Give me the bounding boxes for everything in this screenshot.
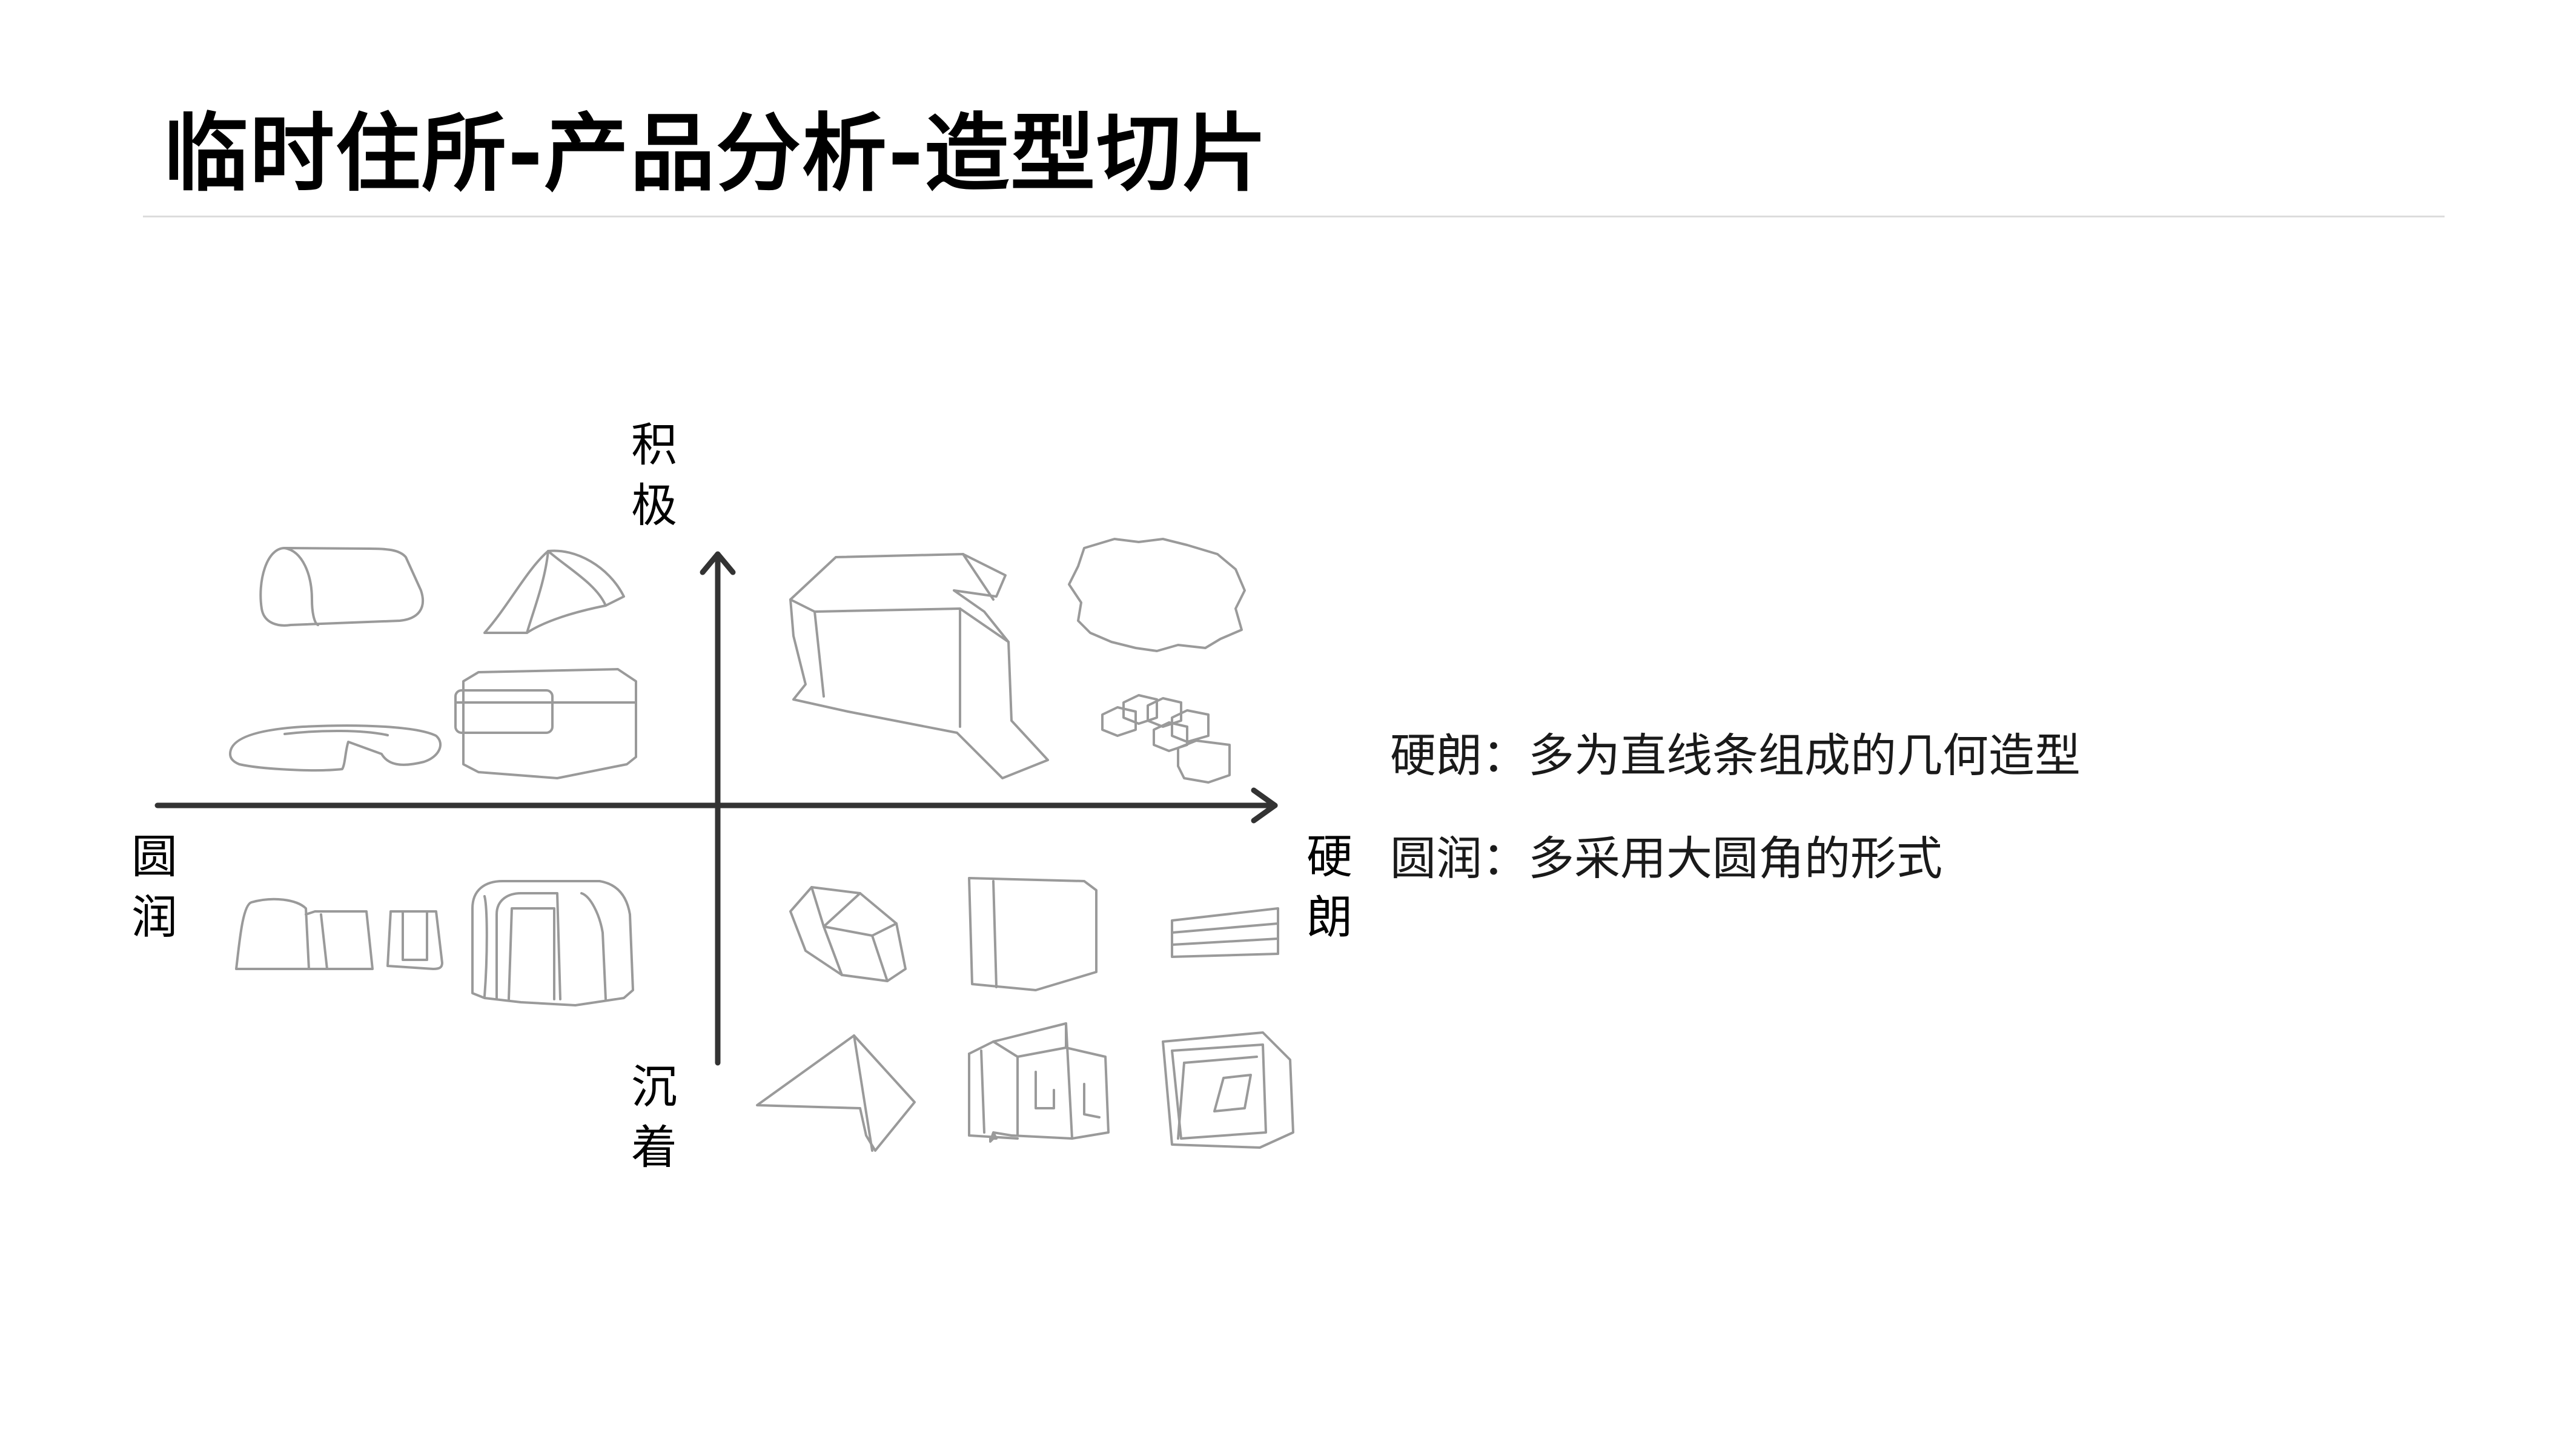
axes (154, 551, 1278, 1066)
frame-cabin-sketch (968, 1022, 1110, 1143)
quadrant-bottom-right (756, 877, 1294, 1152)
title-divider (143, 216, 2445, 217)
page-title: 临时住所-产品分析-造型切片 (164, 105, 1269, 203)
axis-label-top: 积 极 (631, 418, 677, 532)
window-cube-sketch (1162, 1031, 1294, 1149)
cube-box-sketch (968, 877, 1098, 991)
quadrant-top-left (229, 547, 637, 779)
axis-label-left: 圆 润 (131, 830, 177, 944)
horizontal-axis-arrow (1251, 787, 1278, 824)
legend-hard: 硬朗：多为直线条组成的几何造型 (1390, 729, 2081, 782)
quadrant-bottom-left (235, 880, 634, 1006)
hexagon-cluster-sketch (1101, 694, 1231, 784)
polygon-cloud-sketch (1068, 538, 1246, 652)
inflatable-modules-sketch (235, 897, 443, 970)
rounded-cabin-sketch (454, 668, 637, 779)
quadrant-top-right (789, 538, 1246, 784)
triangular-tent-sketch (756, 1034, 916, 1152)
polyhedron-sketch (789, 886, 907, 982)
axis-label-right: 硬 朗 (1306, 830, 1353, 944)
stacked-panels-sketch (1171, 907, 1279, 958)
axis-label-bottom: 沉 着 (631, 1060, 677, 1174)
geometric-pavilion-sketch (789, 553, 1049, 779)
flat-pod-sketch (229, 724, 442, 772)
capsule-tent-sketch (259, 547, 425, 627)
legend-round: 圆润：多采用大圆角的形式 (1390, 831, 1942, 885)
inflatable-shelter-sketch (471, 880, 634, 1006)
vertical-axis-arrow (700, 551, 736, 575)
dome-tent-sketch (483, 549, 625, 634)
